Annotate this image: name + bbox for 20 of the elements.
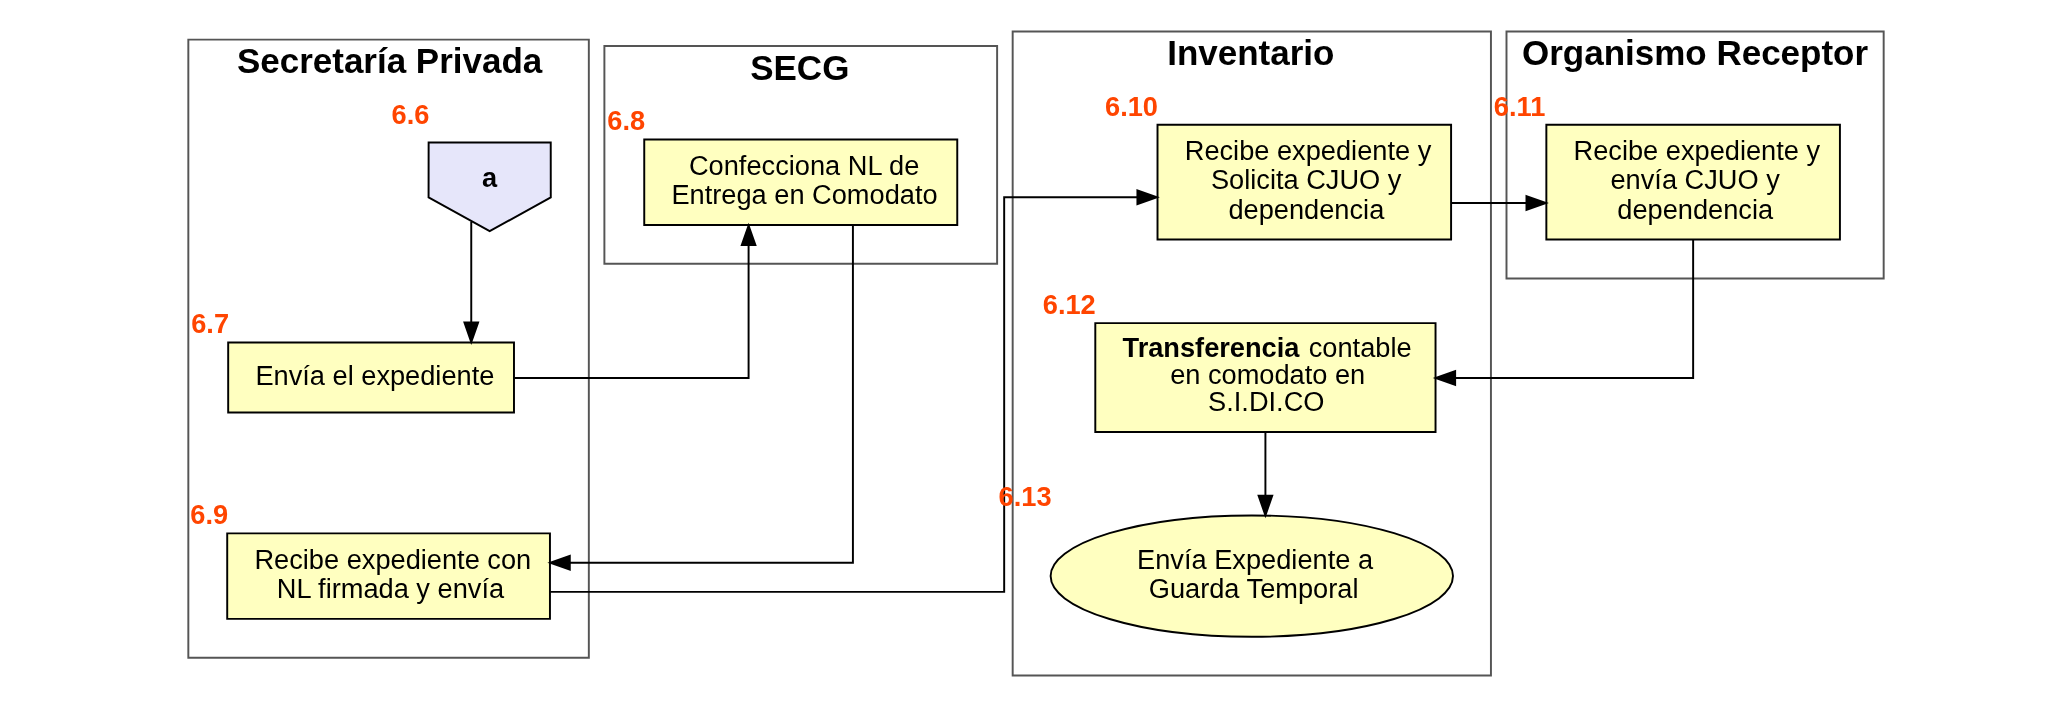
arrow [1449,194,1549,212]
arrow [1432,238,1694,387]
node-label: 6.6 [391,98,429,130]
arrow [548,189,1160,593]
arrow [1256,431,1274,519]
node-box: Recibe expediente y envía CJUO y dependencia [1544,123,1841,241]
arrow [512,222,757,379]
node-label: 6.7 [190,308,229,340]
node-label: 6.10 [1104,90,1158,122]
node-box: Envía el expediente [226,341,515,414]
node-label: 6.12 [1042,288,1096,320]
node-label: 6.9 [189,499,228,531]
node-box: Confecciona NL de Entrega en Comodato [642,138,958,226]
node-ellipse: Envía Expediente a Guarda Temporal [1049,514,1454,638]
node-box: Transferencia contable en comodato en S.I.DI.CO [1093,322,1436,433]
node-label: 6.8 [606,105,645,137]
node-box: Recibe expediente y Solicita CJUO y dependencia [1156,123,1452,241]
node-box: Recibe expediente con NL firmada y envía [225,532,551,620]
arrow [462,220,479,345]
arrow [546,224,854,571]
